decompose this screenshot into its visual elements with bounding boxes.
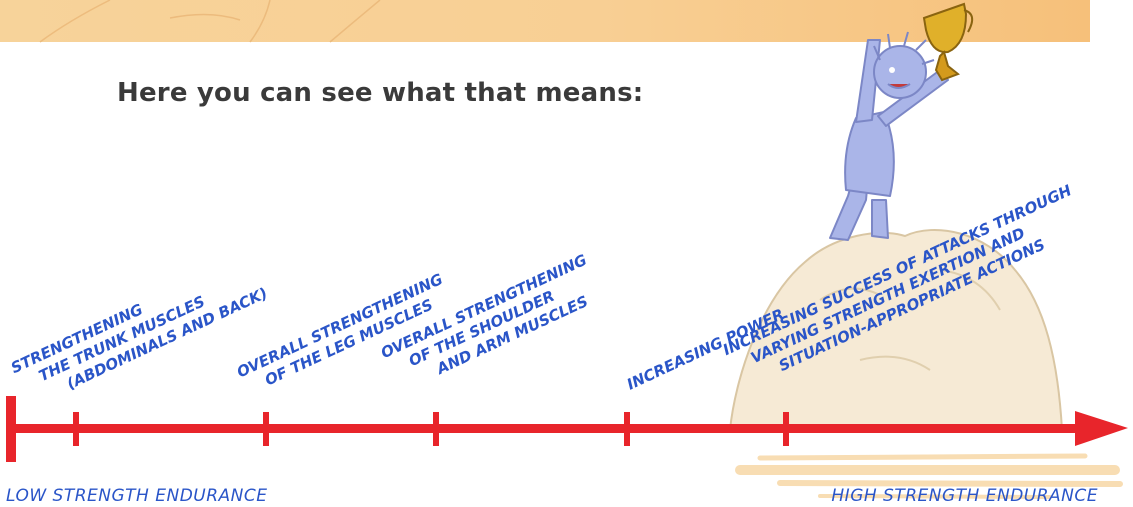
- ground-strokes: [735, 453, 1123, 499]
- climber-figure: [829, 31, 949, 241]
- banner-texture: [39, 0, 381, 43]
- arrow-tick-3: [433, 412, 439, 446]
- page-heading: Here you can see what that means:: [117, 78, 644, 108]
- trophy-icon: [922, 2, 974, 82]
- arrow-head: [1075, 411, 1128, 446]
- arrow-tick-5: [783, 412, 789, 446]
- arrow-tick-2: [263, 412, 269, 446]
- arrow-ticks: [73, 412, 789, 446]
- progression-arrow: [6, 396, 1128, 462]
- arrow-tick-1: [73, 412, 79, 446]
- arrow-shaft: [12, 424, 1084, 433]
- low-endurance-label: LOW STRENGTH ENDURANCE: [6, 486, 268, 506]
- high-endurance-label: HIGH STRENGTH ENDURANCE: [831, 486, 1098, 506]
- top-banner: [0, 0, 1090, 42]
- rock-shading: [819, 269, 1001, 371]
- arrow-tick-4: [624, 412, 630, 446]
- arrow-start-bar: [6, 396, 16, 462]
- rock-summit: [728, 229, 1064, 431]
